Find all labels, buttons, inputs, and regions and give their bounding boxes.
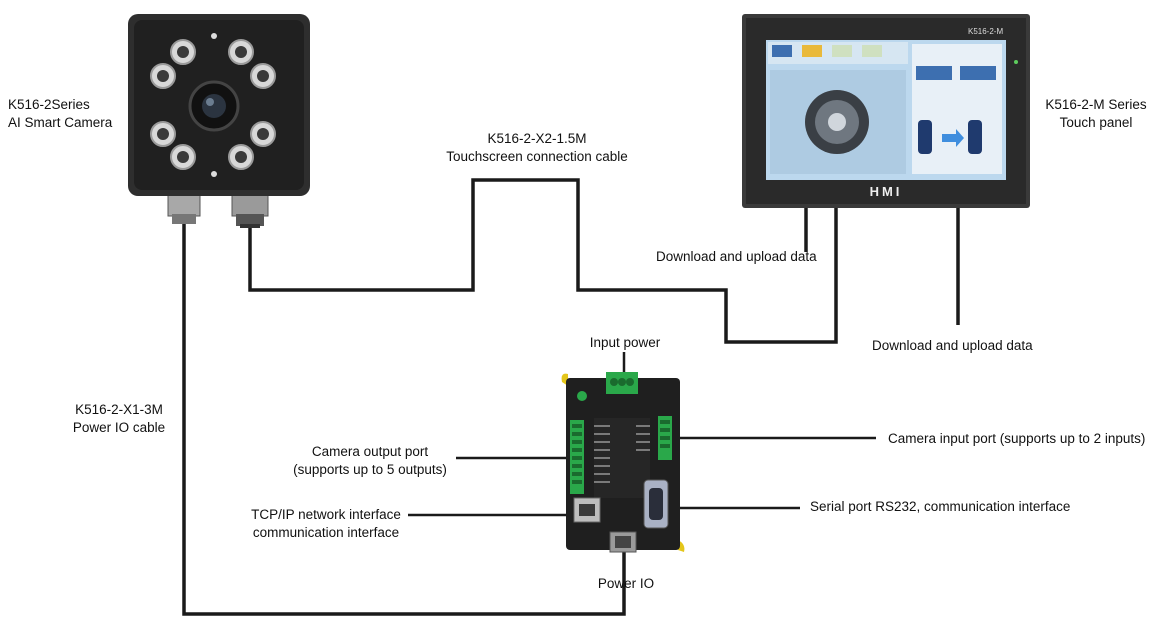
touch-panel-series-label: K516-2-M Series Touch panel xyxy=(1045,97,1147,130)
hmi-model-text: K516-2-M xyxy=(968,27,1003,36)
power-io-label: Power IO xyxy=(597,576,655,591)
camera-series-label: K516-2Series AI Smart Camera xyxy=(8,97,113,130)
hmi-touch-panel: K516-2-M HMI xyxy=(742,14,1030,208)
camera-connectors xyxy=(167,193,269,228)
smart-camera xyxy=(128,14,310,228)
db9-serial-port xyxy=(643,479,669,529)
camera-input-terminal xyxy=(658,416,672,460)
tcpip-interface-label: TCP/IP network interface communication i… xyxy=(251,507,401,540)
serial-port-label: Serial port RS232, communication interfa… xyxy=(810,499,1071,514)
touchscreen-cable-label: K516-2-X2-1.5M Touchscreen connection ca… xyxy=(446,131,628,164)
power-io-cable-label: K516-2-X1-3M Power IO cable xyxy=(72,402,166,435)
io-board xyxy=(560,372,686,562)
input-power-label: Input power xyxy=(589,335,661,350)
camera-output-port-label: Camera output port (supports up to 5 out… xyxy=(293,444,447,477)
power-io-cable xyxy=(182,222,626,616)
camera-input-port-label: Camera input port (supports up to 2 inpu… xyxy=(888,431,1146,446)
download-upload-label-1: Download and upload data xyxy=(656,249,817,264)
input-power-terminal xyxy=(606,372,638,394)
touchscreen-cable xyxy=(248,178,838,344)
power-io-connector xyxy=(609,531,637,553)
download-upload-label-2: Download and upload data xyxy=(872,338,1033,353)
hmi-brand-text: HMI xyxy=(870,184,903,199)
rj45-port xyxy=(573,497,601,523)
camera-output-terminal xyxy=(570,420,584,494)
